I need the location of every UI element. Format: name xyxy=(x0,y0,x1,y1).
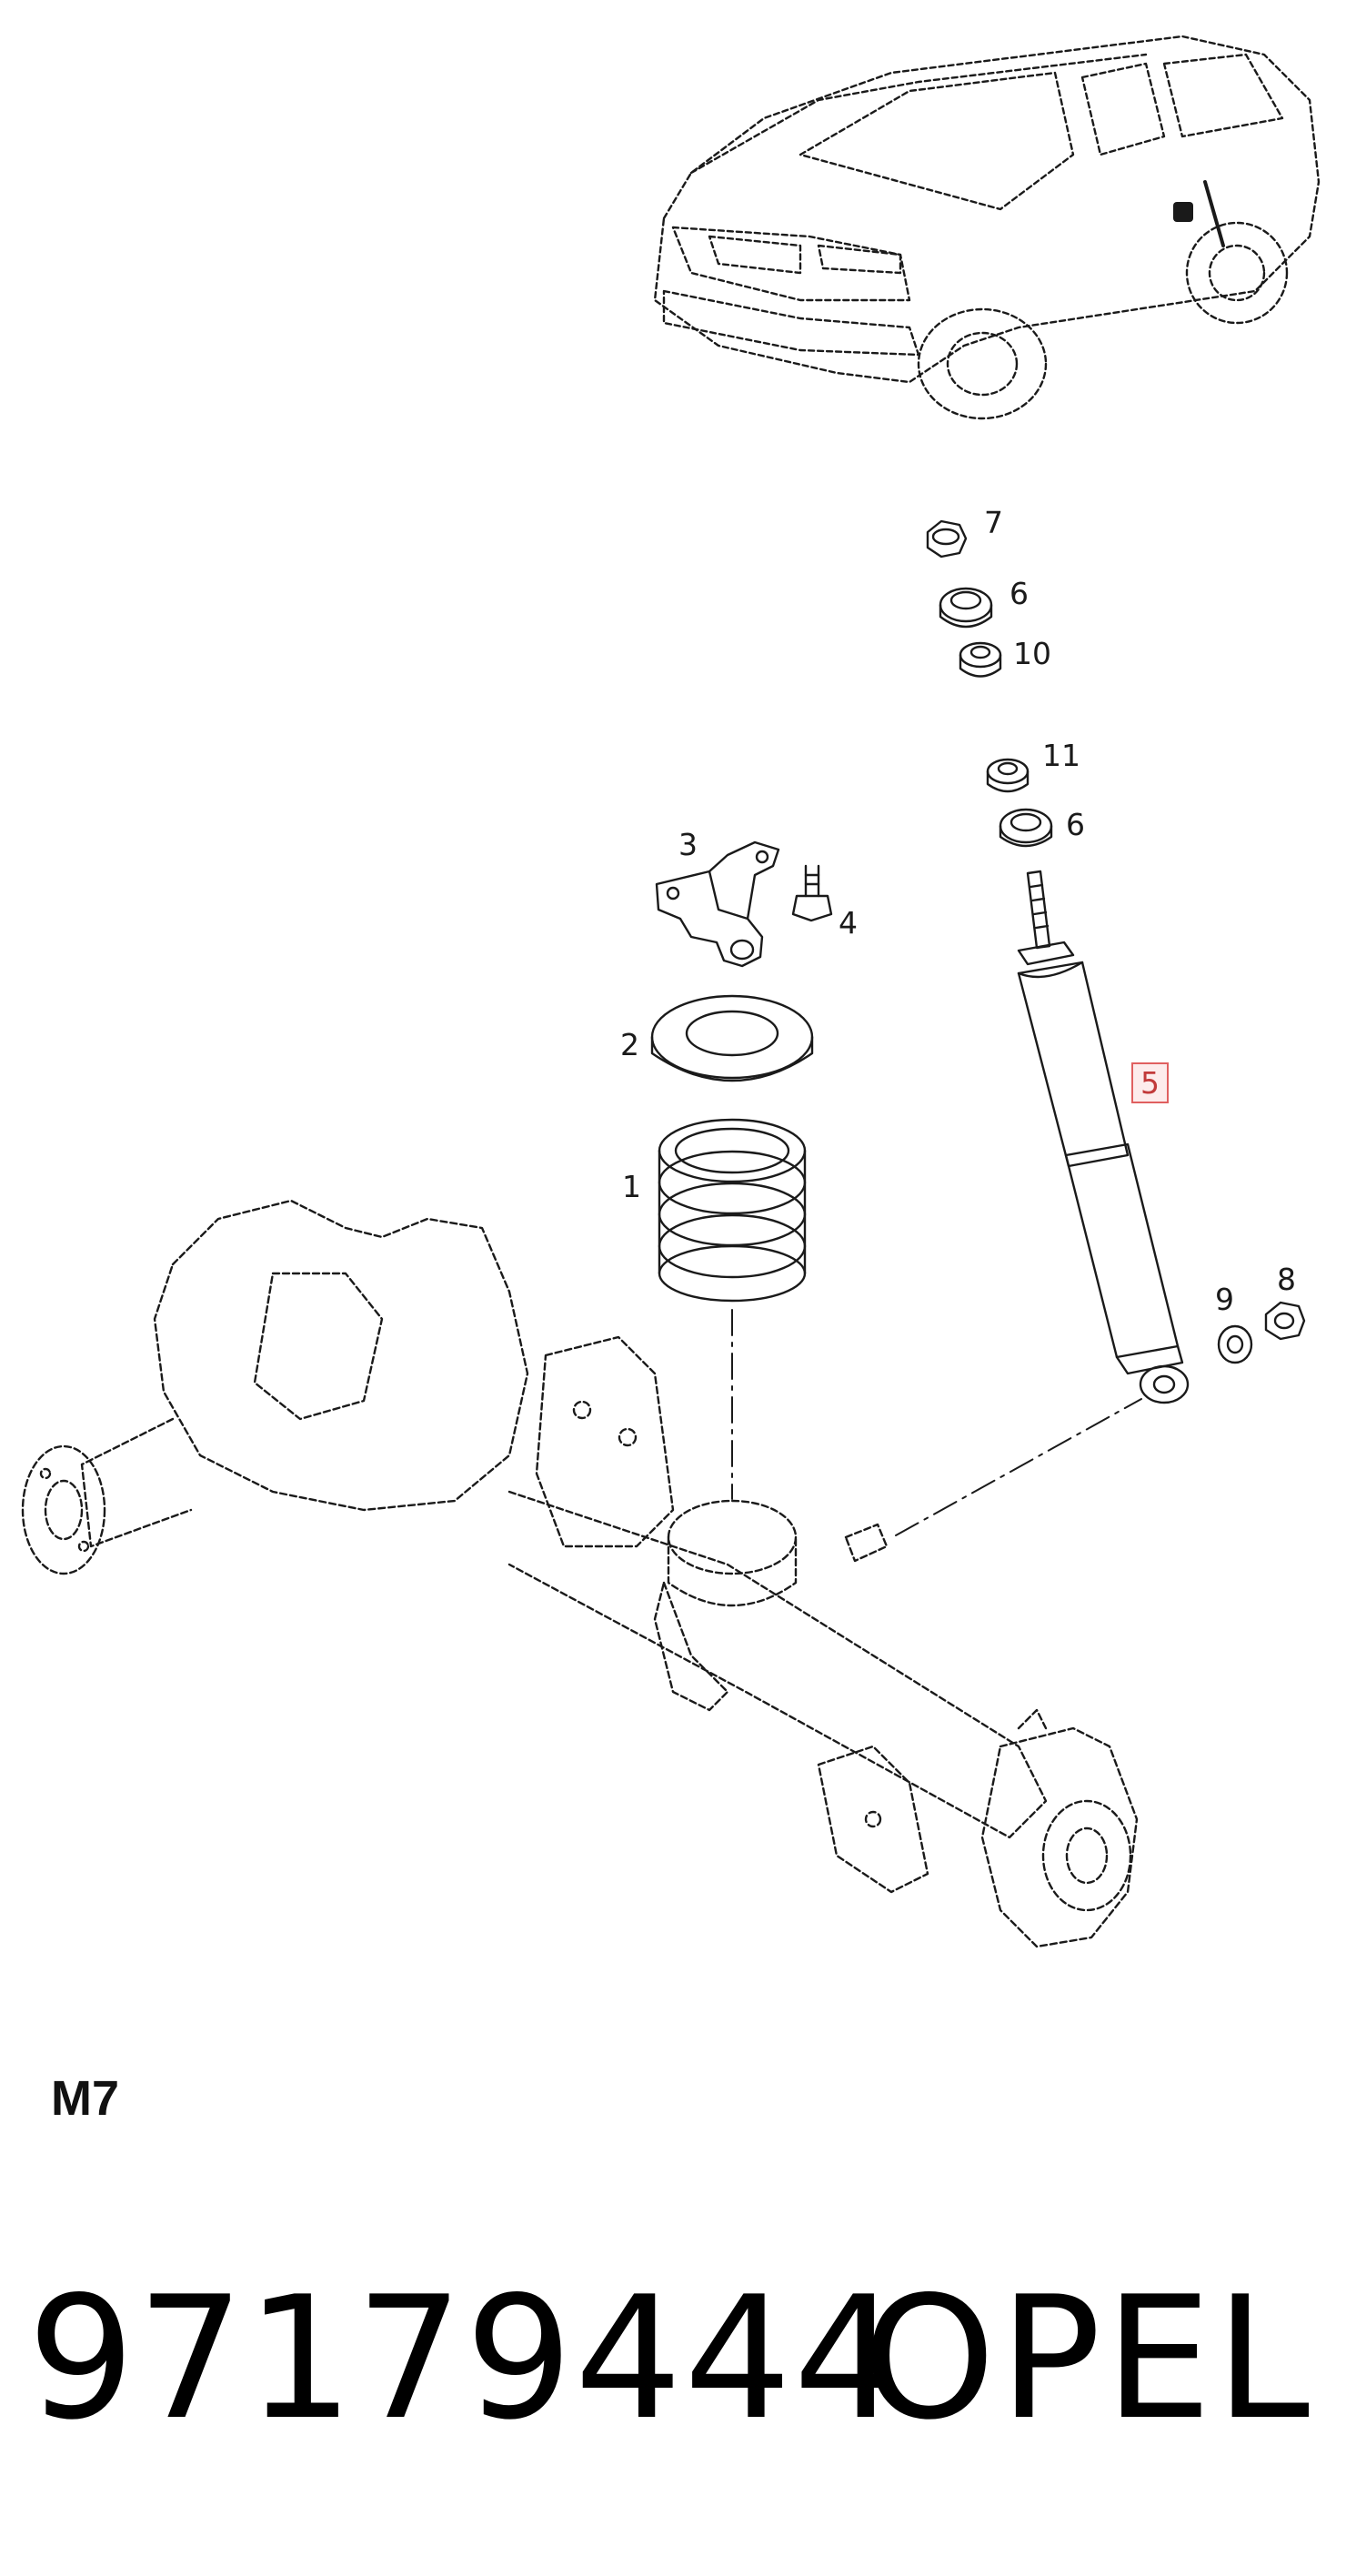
bushing-11 xyxy=(986,758,1030,793)
callout-9: 9 xyxy=(1215,1282,1234,1317)
callout-8: 8 xyxy=(1277,1262,1296,1297)
callout-6-lower: 6 xyxy=(1066,807,1085,842)
callout-10: 10 xyxy=(1013,636,1051,671)
part-number: 97179444 xyxy=(27,2259,903,2457)
coil-spring-1 xyxy=(658,1118,807,1303)
callout-3: 3 xyxy=(678,827,698,862)
bolt-4 xyxy=(791,864,833,922)
spring-seat-2 xyxy=(650,994,814,1082)
callout-2: 2 xyxy=(620,1027,639,1062)
bracket-3 xyxy=(655,840,780,968)
nut-7 xyxy=(926,519,968,558)
washer-6-lower xyxy=(999,808,1053,848)
rear-axle-assembly xyxy=(21,1199,1139,1948)
bushing-10 xyxy=(959,641,1002,678)
callout-5[interactable]: 5 xyxy=(1131,1062,1169,1103)
nut-8 xyxy=(1264,1301,1306,1341)
washer-9 xyxy=(1217,1324,1253,1364)
callout-4: 4 xyxy=(839,905,858,941)
vehicle-illustration xyxy=(653,35,1321,420)
shock-absorber-5 xyxy=(1017,870,1190,1404)
callout-7: 7 xyxy=(984,505,1003,540)
brand-name: OPEL xyxy=(862,2259,1313,2457)
callout-1: 1 xyxy=(622,1169,641,1204)
assembly-centerlines xyxy=(731,1309,1142,1536)
diagram-code: M7 xyxy=(51,2071,120,2126)
washer-6-upper xyxy=(939,587,993,629)
callout-6-upper: 6 xyxy=(1010,576,1029,611)
callout-11: 11 xyxy=(1042,738,1080,773)
vehicle-location-marker xyxy=(1173,180,1225,247)
